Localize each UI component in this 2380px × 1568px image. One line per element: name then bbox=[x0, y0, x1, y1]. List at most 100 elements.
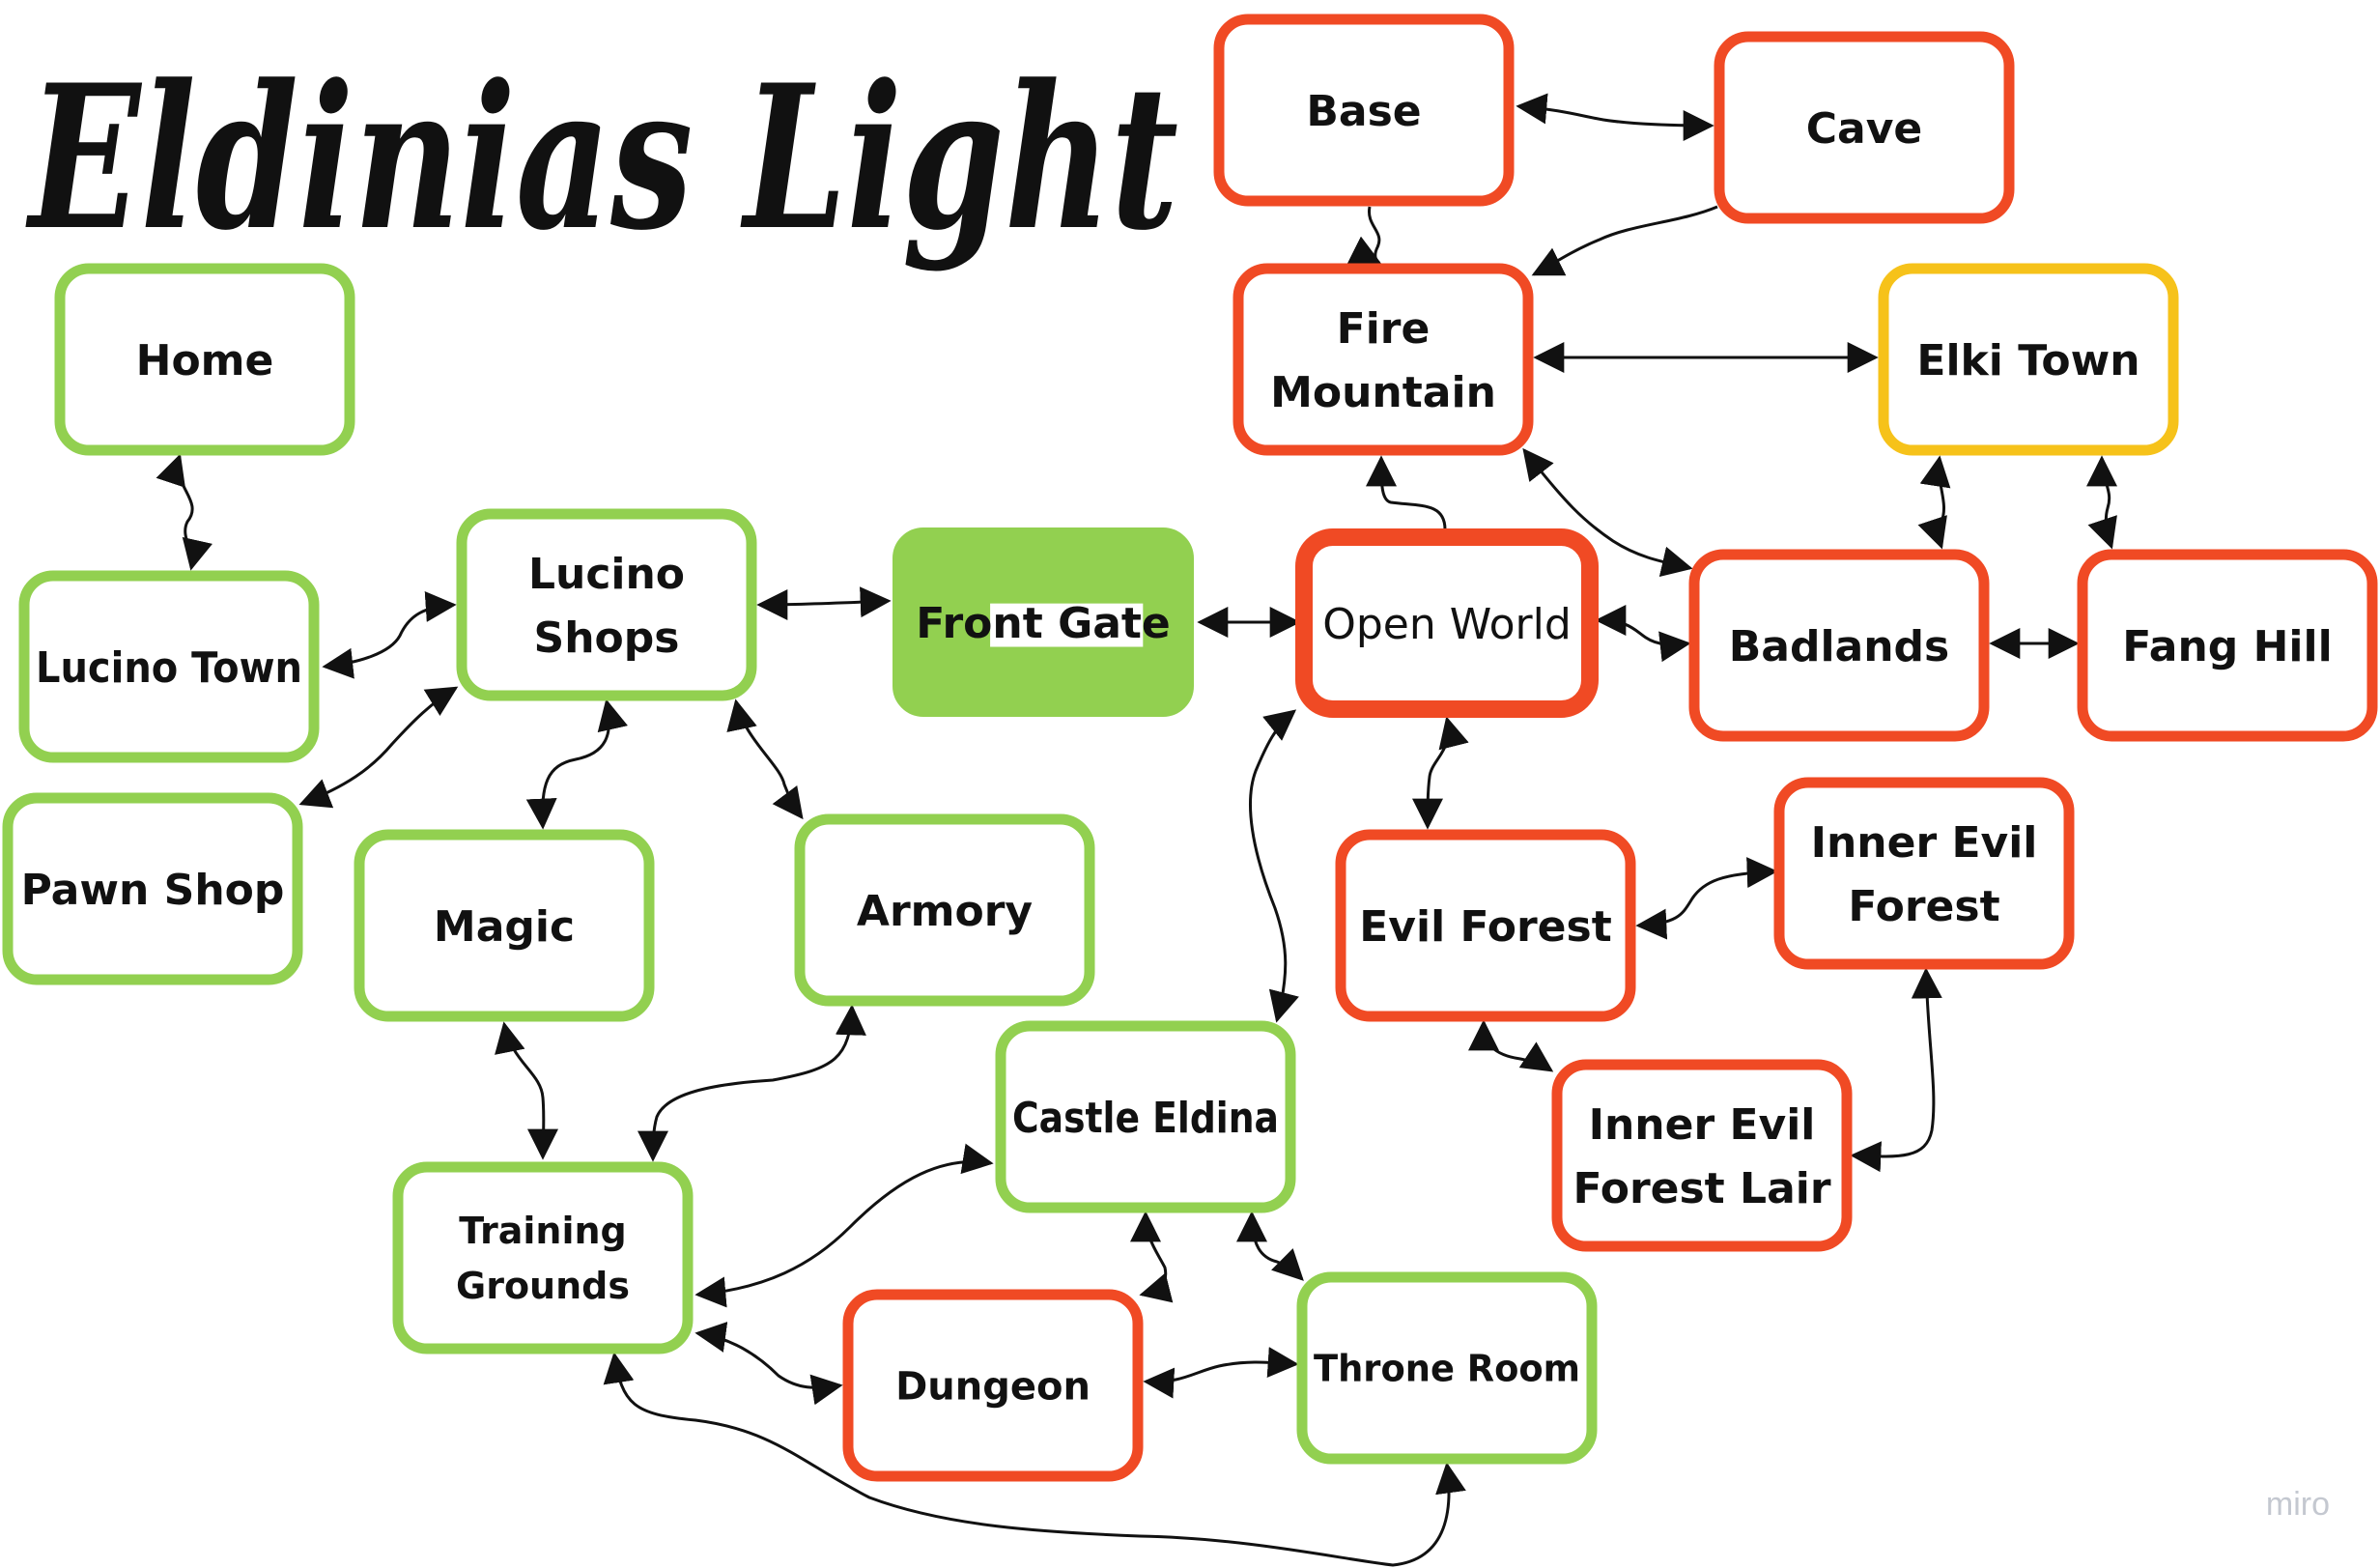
node-badlands[interactable]: Badlands bbox=[1688, 549, 1990, 742]
node-base[interactable]: Base bbox=[1213, 14, 1515, 207]
edge-lucino-shops-to-armory[interactable] bbox=[726, 698, 804, 820]
edge-base-to-fire-mountain[interactable] bbox=[1346, 206, 1382, 265]
edge-armory-to-training-grounds[interactable] bbox=[638, 1004, 866, 1162]
node-dungeon[interactable]: Dungeon bbox=[842, 1289, 1144, 1482]
node-elki-town[interactable]: Elki Town bbox=[1878, 263, 2179, 456]
node-box bbox=[1335, 829, 1636, 1022]
edge-base-to-cave[interactable] bbox=[1516, 93, 1714, 141]
node-cave[interactable]: Cave bbox=[1714, 31, 2015, 224]
node-label: Mountain bbox=[1270, 368, 1496, 417]
node-label: Base bbox=[1306, 87, 1421, 136]
node-armory[interactable]: Armory bbox=[794, 813, 1095, 1007]
edge-evil-forest-to-inner-evil-forest-lair[interactable] bbox=[1468, 1019, 1554, 1072]
edge-magic-to-training-grounds[interactable] bbox=[495, 1021, 559, 1160]
node-box bbox=[2, 792, 303, 985]
node-box bbox=[354, 829, 655, 1022]
edge-dungeon-to-throne-room[interactable] bbox=[1143, 1347, 1299, 1399]
edge-elki-town-to-badlands[interactable] bbox=[1917, 455, 1951, 550]
node-box bbox=[1551, 1059, 1853, 1252]
node-label: Home bbox=[136, 336, 274, 385]
node-label: Armory bbox=[857, 887, 1033, 936]
node-home[interactable]: Home bbox=[54, 263, 355, 456]
node-label: Throne Room bbox=[1314, 1348, 1580, 1390]
edge-lucino-town-to-lucino-shops[interactable] bbox=[322, 590, 457, 679]
node-box bbox=[1688, 549, 1990, 742]
node-box bbox=[842, 1289, 1144, 1482]
node-pawn-shop[interactable]: Pawn Shop bbox=[2, 792, 303, 985]
edge-castle-eldina-to-throne-room[interactable] bbox=[1236, 1211, 1304, 1281]
node-label: Magic bbox=[434, 902, 575, 952]
node-box bbox=[1714, 31, 2015, 224]
text-highlight bbox=[990, 603, 1144, 647]
node-box bbox=[1232, 263, 1534, 456]
node-label: Inner Evil bbox=[1811, 818, 2038, 868]
edge-lucino-shops-to-front-gate[interactable] bbox=[756, 586, 892, 620]
node-label: Front Gate bbox=[916, 599, 1171, 648]
node-label: Evil Forest bbox=[1359, 902, 1612, 952]
edge-pawn-shop-to-lucino-shops[interactable] bbox=[298, 686, 459, 809]
node-box bbox=[392, 1161, 694, 1354]
edge-cave-to-fire-mountain[interactable] bbox=[1531, 205, 1718, 276]
edge-fire-mountain-to-badlands[interactable] bbox=[1522, 447, 1693, 577]
edge-training-grounds-to-castle-eldina[interactable] bbox=[694, 1143, 994, 1308]
node-box bbox=[456, 508, 757, 701]
node-lucino-town[interactable]: Lucino Town bbox=[18, 570, 320, 763]
node-label: Grounds bbox=[456, 1265, 630, 1307]
node-box bbox=[1295, 528, 1599, 718]
node-throne-room[interactable]: Throne Room bbox=[1296, 1271, 1598, 1465]
miro-watermark: miro bbox=[2266, 1486, 2330, 1523]
node-front-gate[interactable]: Front Gate bbox=[892, 527, 1194, 717]
node-label: Lucino Town bbox=[36, 643, 302, 693]
node-label: Shops bbox=[534, 613, 680, 663]
edge-home-to-lucino-town[interactable] bbox=[156, 453, 212, 571]
node-box bbox=[1773, 777, 2075, 970]
edge-elki-town-to-fang-hill[interactable] bbox=[2086, 455, 2118, 550]
node-label: Fang Hill bbox=[2122, 622, 2332, 671]
node-label: Dungeon bbox=[895, 1364, 1091, 1409]
edge-lucino-shops-to-magic[interactable] bbox=[525, 698, 628, 830]
node-box bbox=[2077, 549, 2378, 742]
node-castle-eldina[interactable]: Castle Eldina bbox=[995, 1020, 1296, 1213]
node-evil-forest[interactable]: Evil Forest bbox=[1335, 829, 1636, 1022]
node-label: Cave bbox=[1806, 104, 1923, 154]
node-box bbox=[54, 263, 355, 456]
edge-castle-eldina-to-dungeon[interactable] bbox=[1130, 1211, 1174, 1303]
edge-evil-forest-to-inner-evil-forest[interactable] bbox=[1635, 857, 1778, 940]
node-label: Inner Evil bbox=[1589, 1100, 1816, 1150]
node-label: Forest bbox=[1848, 882, 1999, 931]
node-box bbox=[1213, 14, 1515, 207]
edge-training-grounds-to-dungeon[interactable] bbox=[694, 1322, 843, 1406]
edge-open-world-to-badlands[interactable] bbox=[1595, 605, 1691, 663]
node-label: Pawn Shop bbox=[21, 866, 285, 915]
node-open-world[interactable]: Open World bbox=[1295, 528, 1599, 718]
node-label: Elki Town bbox=[1916, 336, 2139, 385]
node-label: Fire bbox=[1337, 304, 1431, 354]
edge-inner-evil-forest-to-inner-evil-forest-lair[interactable] bbox=[1850, 967, 1942, 1173]
edges-layer bbox=[156, 93, 2118, 1567]
node-label: Badlands bbox=[1729, 622, 1950, 671]
edge-open-world-to-evil-forest[interactable] bbox=[1412, 716, 1469, 830]
edge-castle-eldina-to-open-world[interactable] bbox=[1248, 709, 1299, 1023]
node-fang-hill[interactable]: Fang Hill bbox=[2077, 549, 2378, 742]
node-box bbox=[18, 570, 320, 763]
node-label: Forest Lair bbox=[1572, 1164, 1830, 1213]
node-box bbox=[794, 813, 1095, 1007]
node-box bbox=[1878, 263, 2179, 456]
node-label: Training bbox=[459, 1210, 627, 1252]
node-magic[interactable]: Magic bbox=[354, 829, 655, 1022]
node-box bbox=[1296, 1271, 1598, 1465]
node-label: Open World bbox=[1322, 600, 1572, 649]
node-label: Castle Eldina bbox=[1012, 1094, 1279, 1143]
node-label: Lucino bbox=[528, 550, 685, 599]
edge-training-grounds-to-throne-room[interactable] bbox=[603, 1352, 1466, 1567]
node-box bbox=[995, 1020, 1296, 1213]
edge-open-world-to-fire-mountain[interactable] bbox=[1366, 455, 1447, 530]
